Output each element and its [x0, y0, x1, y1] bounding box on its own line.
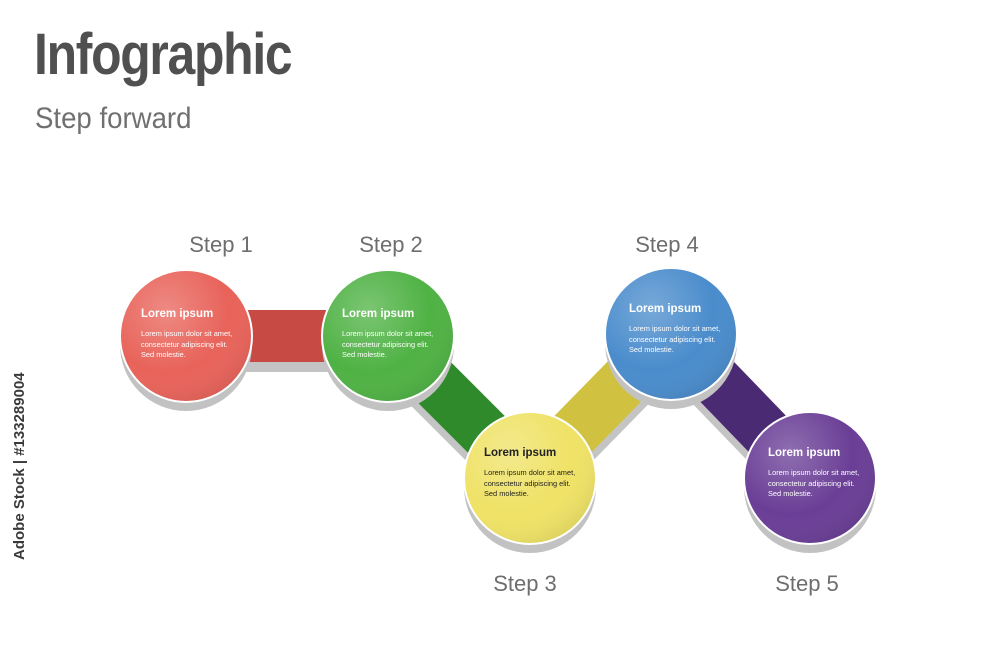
step-1-label: Step 1	[189, 232, 253, 257]
page-title: Infographic	[34, 22, 293, 87]
step-5-label: Step 5	[775, 571, 839, 596]
step-5-circle-gloss	[745, 413, 875, 543]
step-2-heading: Lorem ipsum	[342, 308, 415, 320]
step-3-heading: Lorem ipsum	[484, 447, 557, 459]
step-1-circle-gloss	[121, 271, 251, 401]
step-5-heading: Lorem ipsum	[768, 447, 841, 459]
step-4-heading: Lorem ipsum	[629, 303, 702, 315]
step-4-body: Lorem ipsum dolor sit amet, consectetur …	[629, 323, 721, 355]
stock-credit-text: Adobe Stock | #133289004	[11, 372, 28, 560]
step-3-circle-gloss	[465, 413, 595, 543]
page-subtitle: Step forward	[35, 102, 192, 135]
step-5-body: Lorem ipsum dolor sit amet, consectetur …	[768, 467, 860, 499]
step-2-body: Lorem ipsum dolor sit amet, consectetur …	[342, 328, 434, 360]
step-3-label: Step 3	[493, 571, 557, 596]
step-2-label: Step 2	[359, 232, 423, 257]
step-1-heading: Lorem ipsum	[141, 308, 214, 320]
step-4-label: Step 4	[635, 232, 699, 257]
step-2-circle-gloss	[323, 271, 453, 401]
step-1-body: Lorem ipsum dolor sit amet, consectetur …	[141, 328, 233, 360]
step-3-body: Lorem ipsum dolor sit amet, consectetur …	[484, 467, 576, 499]
step-4-circle-gloss	[606, 269, 736, 399]
